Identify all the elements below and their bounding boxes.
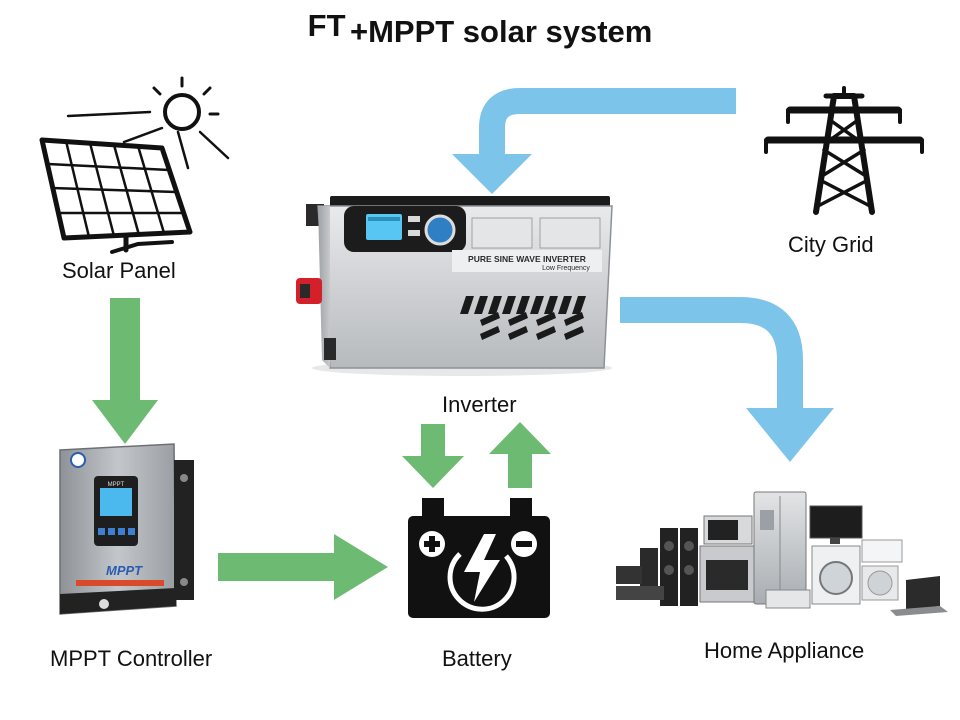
appliances-icon <box>616 491 948 616</box>
controller-lcd-screen <box>100 488 132 516</box>
home-appliance-label: Home Appliance <box>704 638 865 663</box>
battery-bolt-icon <box>408 498 550 618</box>
inverter-to-battery-arrow <box>402 424 464 488</box>
power-tower-icon <box>764 86 924 215</box>
inverter-model-plate <box>452 250 602 272</box>
inverter-unit: PURE SINE WAVE INVERTER Low Frequency <box>296 196 613 376</box>
solar-panel-icon <box>39 76 230 254</box>
inverter-power-knob <box>424 214 456 246</box>
controller-screen-text: MPPT <box>108 482 125 488</box>
battery-to-inverter-arrow <box>489 422 551 488</box>
inverter-to-appliance-arrow <box>620 297 834 462</box>
inverter-label: Inverter <box>442 392 517 417</box>
solar-panel-label: Solar Panel <box>62 258 176 283</box>
title-text: +MPPT solar system <box>349 14 653 49</box>
inverter-model-text: PURE SINE WAVE INVERTER <box>468 254 586 264</box>
inverter-model-subtext: Low Frequency <box>542 265 590 272</box>
title-prefix: FT <box>307 8 346 43</box>
mppt-controller-label: MPPT Controller <box>50 646 213 671</box>
grid-to-inverter-arrow <box>452 88 736 194</box>
battery-label: Battery <box>442 646 512 671</box>
inverter-top-edge <box>330 196 610 208</box>
controller-to-battery-arrow <box>218 534 388 600</box>
controller-brand-text: MPPT <box>106 563 143 578</box>
mppt-controller-unit: MPPT MPPT <box>59 443 194 615</box>
city-grid-label: City Grid <box>788 232 874 257</box>
solar-to-controller-arrow <box>92 298 158 444</box>
inverter-vents <box>460 296 586 340</box>
diagram-title: FT +MPPT solar system <box>0 8 960 50</box>
controller-mount-bracket <box>174 460 194 600</box>
